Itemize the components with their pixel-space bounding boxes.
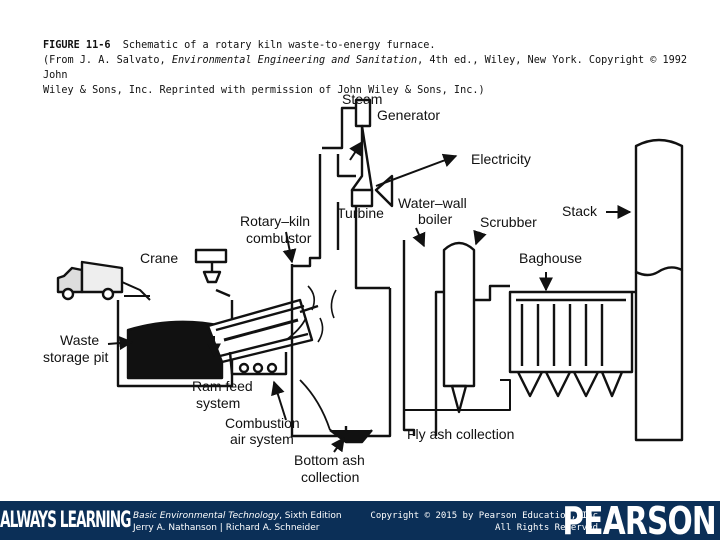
book-credit: Basic Environmental Technology, Sixth Ed…	[133, 510, 342, 534]
label-turbine: Turbine	[337, 205, 384, 221]
label-bottom-ash-1: Bottom ash	[294, 452, 365, 468]
label-generator: Generator	[377, 107, 440, 123]
footer-bar: ALWAYS LEARNING Basic Environmental Tech…	[0, 499, 720, 543]
label-combustion-1: Combustion	[225, 415, 300, 431]
combustion-chamber	[290, 264, 392, 444]
label-waste-1: Waste	[60, 332, 99, 348]
label-bottom-ash-2: collection	[301, 469, 359, 485]
label-water-wall-2: boiler	[418, 211, 453, 227]
figure-label: FIGURE 11-6	[43, 40, 111, 51]
always-learning-logo: ALWAYS LEARNING	[0, 508, 131, 533]
label-stack: Stack	[562, 203, 598, 219]
label-rotary-kiln-1: Rotary–kiln	[240, 213, 310, 229]
water-wall-boiler	[354, 227, 444, 436]
figure-title: Schematic of a rotary kiln waste-to-ener…	[122, 40, 436, 51]
copyright-line1: Copyright © 2015 by Pearson Education, I…	[370, 511, 598, 521]
stack	[606, 138, 684, 442]
copyright: Copyright © 2015 by Pearson Education, I…	[370, 510, 598, 534]
label-ram-feed-2: system	[196, 395, 240, 411]
source-line3: Wiley & Sons, Inc. Reprinted with permis…	[43, 85, 485, 96]
crane-icon	[194, 248, 231, 298]
source-pre: (From J. A. Salvato,	[43, 55, 166, 66]
source-post: , 4th ed., Wiley, New York. Copyright © …	[43, 55, 688, 81]
label-electricity: Electricity	[471, 151, 531, 167]
label-combustion-2: air system	[230, 431, 294, 447]
scrubber	[442, 229, 510, 414]
book-authors: Jerry A. Nathanson | Richard A. Schneide…	[133, 523, 320, 533]
label-baghouse: Baghouse	[519, 250, 582, 266]
label-rotary-kiln-2: combustor	[246, 230, 312, 246]
turbine-generator	[292, 98, 458, 268]
label-waste-2: storage pit	[43, 349, 108, 365]
ram-feed-system	[207, 336, 288, 376]
label-water-wall-1: Water–wall	[398, 195, 467, 211]
rotary-kiln	[206, 298, 319, 364]
source-book: Environmental Engineering and Sanitation	[171, 55, 418, 66]
book-edition: , Sixth Edition	[279, 511, 342, 521]
book-title: Basic Environmental Technology	[133, 511, 280, 521]
label-scrubber: Scrubber	[480, 214, 537, 230]
figure-caption: FIGURE 11-6 Schematic of a rotary kiln w…	[43, 38, 693, 98]
pearson-logo: PEARSON	[562, 499, 716, 543]
label-fly-ash: Fly ash collection	[407, 426, 514, 442]
kiln-schematic: Steam Generator Electricity Water–wall b…	[43, 91, 684, 485]
truck-icon	[56, 260, 151, 301]
label-ram-feed-1: Ram feed	[192, 378, 253, 394]
label-steam: Steam	[342, 91, 382, 107]
diagram-labels: Steam Generator Electricity Water–wall b…	[43, 91, 598, 485]
copyright-line2: All Rights Reserved	[495, 523, 598, 533]
label-crane: Crane	[140, 250, 178, 266]
baghouse	[404, 272, 634, 411]
